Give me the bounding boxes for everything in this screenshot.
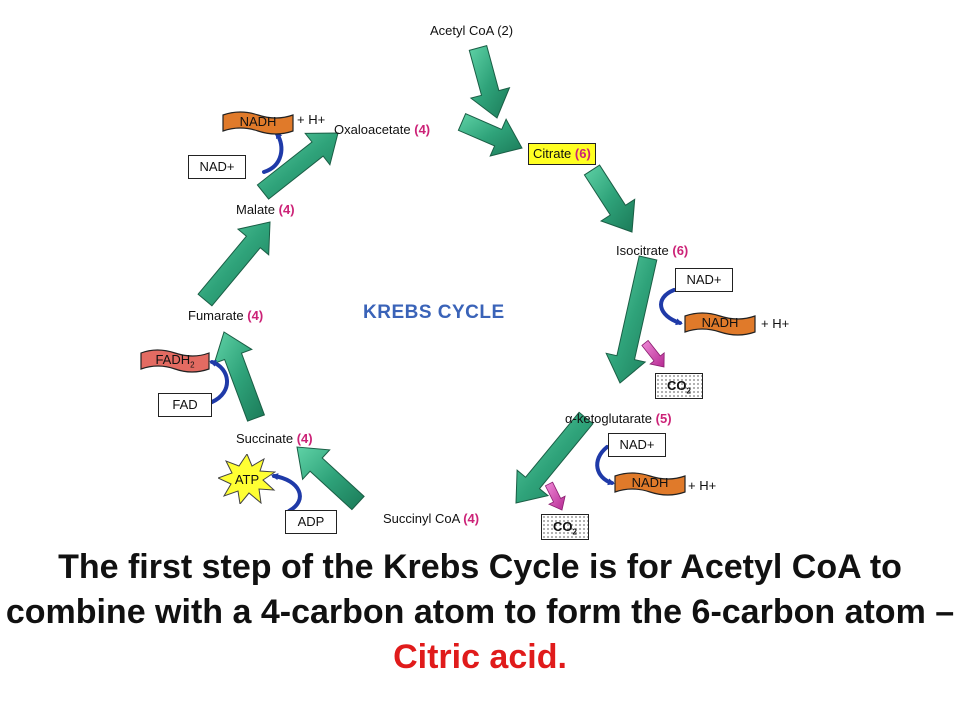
isocitrate-label: Isocitrate (6) [616, 243, 689, 258]
diagram-title: KREBS CYCLE [363, 302, 505, 323]
fadh2-flag: FADH2 [140, 349, 210, 373]
succinyl-coa-label: Succinyl CoA (4) [383, 511, 480, 526]
acetyl-coa-label: Acetyl CoA (2) [430, 23, 514, 38]
co2-arrow-isocitrate [641, 339, 665, 368]
h-plus-isocitrate: + H+ [761, 316, 790, 331]
curve-fad-to-fadh2 [209, 359, 229, 404]
malate-label: Malate (4) [236, 202, 295, 217]
arrow-malate-to-oxalo [256, 132, 339, 200]
curve-nad-to-nadh-isocitrate [659, 288, 683, 326]
atp-burst: ATP [218, 454, 276, 504]
nadh-flag-top: NADH [222, 111, 294, 135]
nadh-flag-isocitrate: NADH [684, 312, 756, 336]
arrow-isocitrate-to-keto [605, 255, 658, 384]
adp-box: ADP [285, 510, 337, 534]
co2-box-ketoglutarate: CO2 [541, 514, 589, 540]
co2-box-isocitrate: CO2 [655, 373, 703, 399]
nad-box-top: NAD+ [188, 155, 246, 179]
arrow-succinylcoa-to-succinate [296, 446, 365, 511]
nad-box-ketoglutarate: NAD+ [608, 433, 666, 457]
h-plus-ketoglutarate: + H+ [688, 478, 717, 493]
caption-text: The first step of the Krebs Cycle is for… [5, 548, 955, 631]
co2-arrow-ketoglutarate [544, 481, 566, 511]
nad-box-isocitrate: NAD+ [675, 268, 733, 292]
arrow-acetyl-in [468, 44, 511, 119]
citrate-label: Citrate (6) [528, 143, 596, 165]
curve-nad-to-nadh-top [262, 131, 284, 174]
ketoglutarate-label: α-ketoglutarate (5) [565, 411, 672, 426]
fumarate-label: Fumarate (4) [188, 308, 264, 323]
nadh-flag-ketoglutarate: NADH [614, 472, 686, 496]
arrow-oxalo-to-citrate [457, 113, 523, 157]
caption: The first step of the Krebs Cycle is for… [0, 545, 960, 680]
curve-adp-to-atp [271, 473, 302, 513]
oxaloacetate-label: Oxaloacetate (4) [334, 122, 431, 137]
atp-label: ATP [235, 472, 259, 487]
fad-box: FAD [158, 393, 212, 417]
succinate-label: Succinate (4) [236, 431, 313, 446]
arrow-succinate-to-fumarate [213, 331, 266, 422]
h-plus-top: + H+ [297, 112, 326, 127]
arrow-fumarate-to-malate [197, 221, 271, 307]
cycle-arrows [197, 44, 683, 513]
arrow-keto-to-succinylcoa [515, 411, 594, 504]
caption-highlight: Citric acid. [393, 638, 567, 676]
arrow-citrate-to-isocitrate [583, 164, 636, 233]
curve-nad-to-nadh-ketoglutarate [595, 445, 615, 486]
